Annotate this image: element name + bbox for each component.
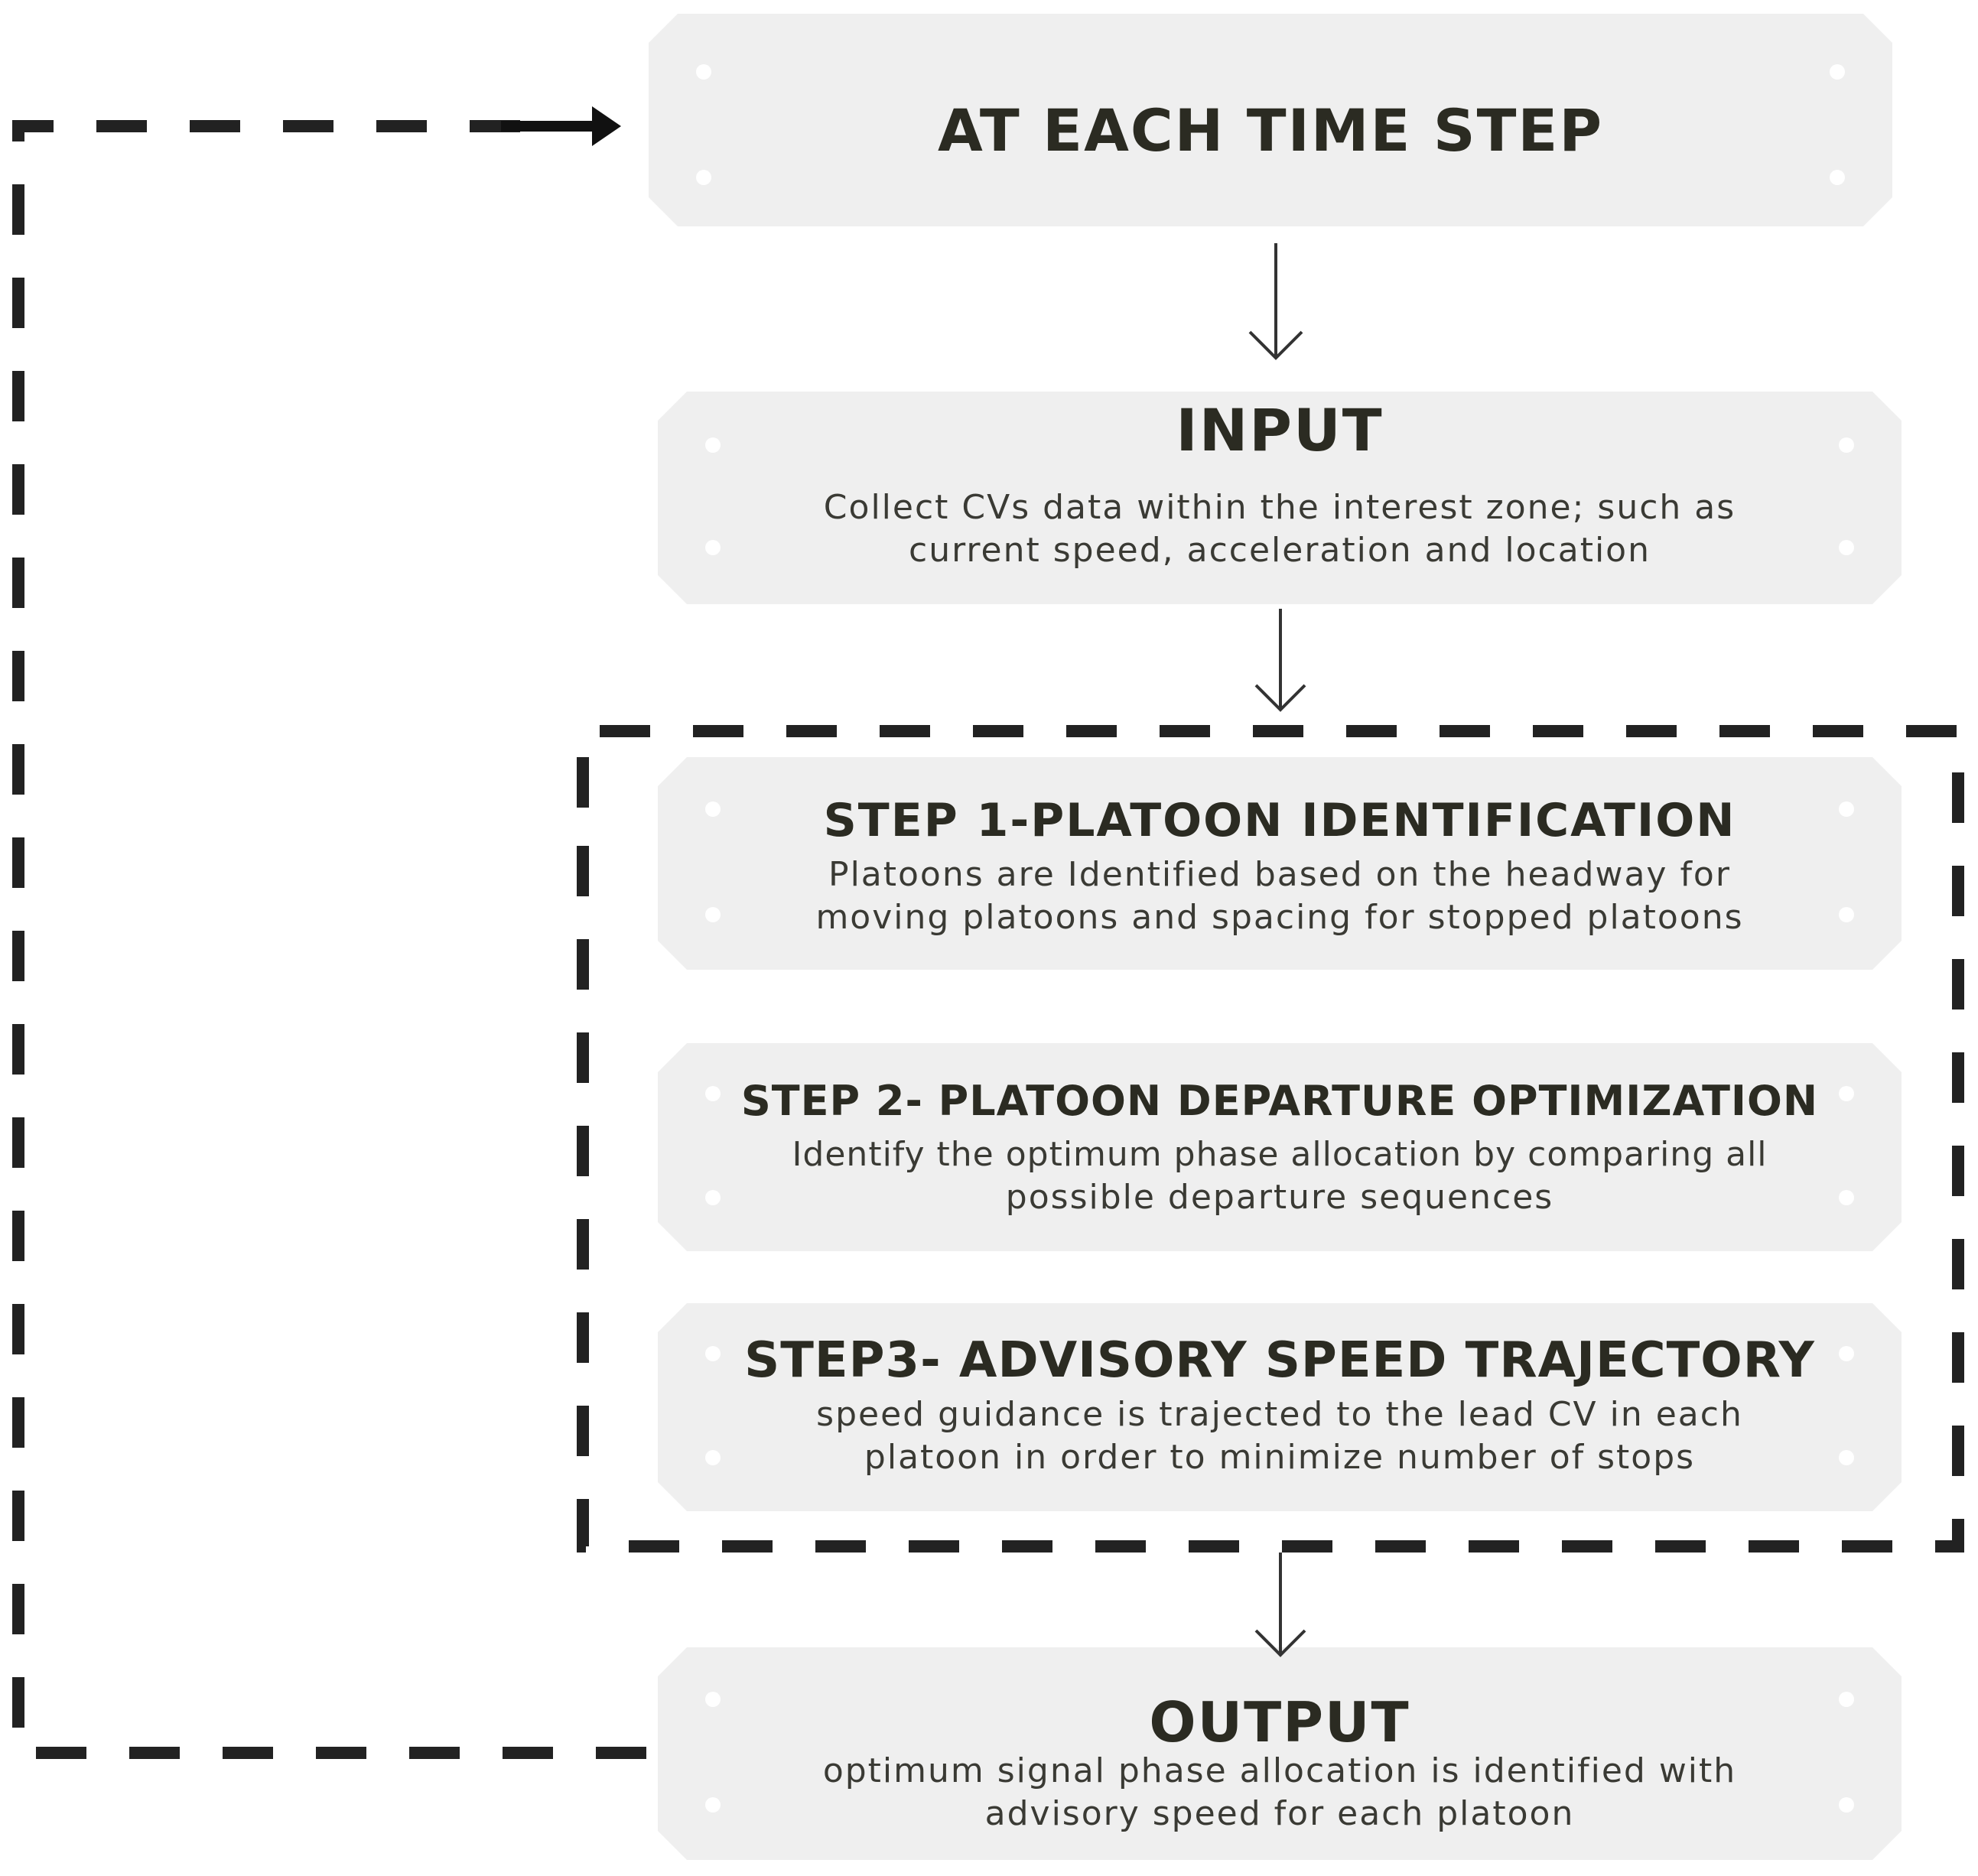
node-title: OUTPUT [1149, 1690, 1410, 1754]
description-line: moving platoons and spacing for stopped … [815, 898, 1744, 937]
node-input: INPUT Collect CVs data within the intere… [658, 392, 1902, 604]
rivet-dot [705, 1190, 721, 1205]
rivet-dot [1839, 1346, 1854, 1361]
rivet-dot [696, 170, 711, 185]
node-description: Platoons are Identified based on the hea… [658, 853, 1902, 939]
node-description: Identify the optimum phase allocation by… [658, 1133, 1902, 1219]
node-description: optimum signal phase allocation is ident… [658, 1750, 1902, 1835]
rivet-dot [705, 1346, 721, 1361]
arrowhead-step3-to-output [1254, 1629, 1306, 1657]
rivet-dot [705, 1086, 721, 1101]
rivet-dot [696, 64, 711, 80]
rivet-dot [1830, 170, 1845, 185]
feedback-loop-arrowhead [592, 106, 621, 146]
node-time-step: AT EACH TIME STEP [649, 14, 1892, 226]
feedback-loop-edge [12, 120, 646, 1759]
description-line: possible departure sequences [1005, 1178, 1554, 1217]
rivet-dot [1839, 1086, 1854, 1101]
description-line: optimum signal phase allocation is ident… [822, 1751, 1737, 1790]
rivet-dot [1839, 1450, 1854, 1465]
description-line: advisory speed for each platoon [984, 1794, 1575, 1833]
rivet-dot [1830, 64, 1845, 80]
node-step3: STEP3- ADVISORY SPEED TRAJECTORY speed g… [658, 1303, 1902, 1511]
description-line: Platoons are Identified based on the hea… [828, 855, 1731, 894]
node-title: STEP 1-PLATOON IDENTIFICATION [823, 794, 1736, 847]
rivet-dot [1839, 801, 1854, 817]
description-line: platoon in order to minimize number of s… [864, 1438, 1696, 1477]
rivet-dot [705, 1450, 721, 1465]
rivet-dot [1839, 907, 1854, 922]
group-border-top [577, 725, 1964, 1552]
rivet-dot [705, 540, 721, 555]
description-line: current speed, acceleration and location [909, 531, 1651, 570]
rivet-dot [1839, 1190, 1854, 1205]
rivet-dot [705, 1797, 721, 1813]
node-step2: STEP 2- PLATOON DEPARTURE OPTIMIZATION I… [658, 1043, 1902, 1251]
description-line: Identify the optimum phase allocation by… [792, 1135, 1768, 1174]
rivet-dot [705, 907, 721, 922]
node-description: speed guidance is trajected to the lead … [658, 1393, 1902, 1479]
arrowhead-input-to-step1 [1254, 684, 1306, 712]
rivet-dot [1839, 437, 1854, 453]
optimization-steps-group-border [577, 725, 1964, 1552]
rivet-dot [1839, 1797, 1854, 1813]
node-title: INPUT [1176, 396, 1384, 464]
node-title: STEP 2- PLATOON DEPARTURE OPTIMIZATION [740, 1077, 1819, 1125]
rivet-dot [705, 801, 721, 817]
node-step1: STEP 1-PLATOON IDENTIFICATION Platoons a… [658, 757, 1902, 970]
rivet-dot [1839, 540, 1854, 555]
node-description: Collect CVs data within the interest zon… [658, 486, 1902, 572]
rivet-dot [705, 437, 721, 453]
node-title: AT EACH TIME STEP [937, 96, 1604, 164]
rivet-dot [1839, 1692, 1854, 1707]
feedback-loop-path [12, 120, 646, 1759]
flow-arrows [1248, 243, 1306, 1657]
description-line: speed guidance is trajected to the lead … [816, 1395, 1743, 1434]
arrowhead-time-step-to-input [1248, 330, 1303, 360]
node-title: STEP3- ADVISORY SPEED TRAJECTORY [744, 1332, 1815, 1389]
description-line: Collect CVs data within the interest zon… [823, 488, 1736, 527]
node-output: OUTPUT optimum signal phase allocation i… [658, 1647, 1902, 1860]
rivet-dot [705, 1692, 721, 1707]
